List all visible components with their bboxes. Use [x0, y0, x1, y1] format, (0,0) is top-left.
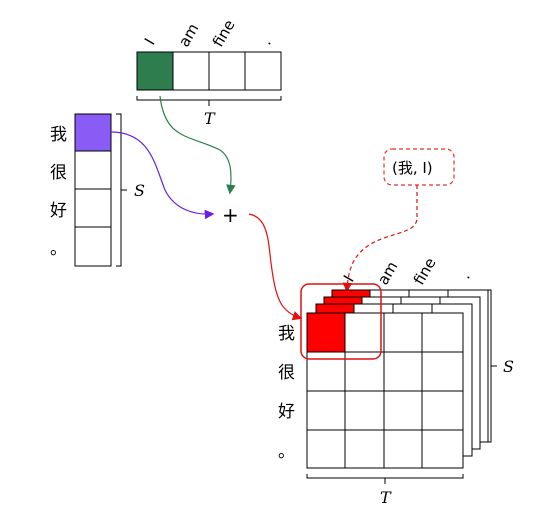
grid-depth-brace: [486, 289, 497, 443]
source-token-2: 好: [50, 201, 67, 221]
purple-arrow: [110, 131, 215, 220]
pair-callout: (我, I): [342, 148, 455, 293]
grid-cell-2-1: [344, 390, 385, 431]
target-cell-0: [136, 51, 174, 91]
grid-col-token-1: am: [374, 258, 401, 288]
grid-col-brace: [306, 474, 464, 484]
grid-depth-length-label: S: [503, 357, 514, 376]
grid-row-token-1: 很: [278, 363, 295, 383]
callout-text: (我, I): [392, 159, 433, 177]
source-cell-2: [74, 188, 112, 228]
source-brace: [116, 113, 127, 267]
target-token-0: I: [141, 35, 159, 48]
grid-cell-0-0: [306, 312, 346, 353]
source-cell-3: [74, 226, 112, 267]
grid-cell-1-2: [383, 351, 423, 392]
source-cell-1: [74, 150, 112, 190]
grid-row-token-2: 好: [278, 402, 295, 422]
target-cell-1: [172, 51, 210, 91]
grid-row-token-0: 我: [278, 324, 295, 344]
source-token-0: 我: [50, 125, 67, 145]
target-token-2: fine: [209, 17, 239, 50]
callout-box: [383, 148, 455, 186]
grid-cell-1-0: [306, 351, 346, 392]
grid-cell-1-3: [421, 351, 464, 392]
source-token-1: 很: [50, 163, 67, 183]
grid-cell-0-1: [344, 312, 385, 353]
grid-cell-0-2: [383, 312, 423, 353]
grid-col-length-label: T: [380, 488, 392, 507]
target-length-label: T: [204, 109, 216, 128]
source-length-label: S: [134, 181, 145, 200]
grid-cell-2-3: [421, 390, 464, 431]
target-cell-2: [208, 51, 246, 91]
grid-cell-3-0: [306, 429, 346, 469]
grid-cell-3-2: [383, 429, 423, 469]
source-cell-0: [74, 113, 112, 152]
grid-row-token-3: 。: [278, 442, 295, 462]
source-sequence: 我 很 好 。 S: [50, 113, 145, 267]
grid-highlight-box: [300, 283, 382, 360]
red-arrow: [248, 213, 303, 321]
target-token-3: .: [257, 35, 275, 48]
grid-col-token-3: .: [456, 269, 474, 282]
callout-arrow: [342, 185, 418, 293]
grid-front-layer: [306, 312, 464, 469]
grid-cell-2-2: [383, 390, 423, 431]
grid-stack: [300, 283, 489, 469]
grid-cell-3-1: [344, 429, 385, 469]
target-token-1: am: [175, 20, 202, 50]
combine-operator: +: [222, 203, 239, 227]
source-token-3: 。: [50, 239, 67, 259]
grid-cell-3-3: [421, 429, 464, 469]
grid-cell-0-3: [421, 312, 464, 353]
target-brace: [136, 96, 282, 106]
grid-cell-2-0: [306, 390, 346, 431]
target-sequence: I am fine . T: [136, 17, 282, 128]
grid-col-token-2: fine: [410, 255, 440, 288]
target-cell-3: [244, 51, 282, 91]
green-arrow: [159, 95, 236, 195]
